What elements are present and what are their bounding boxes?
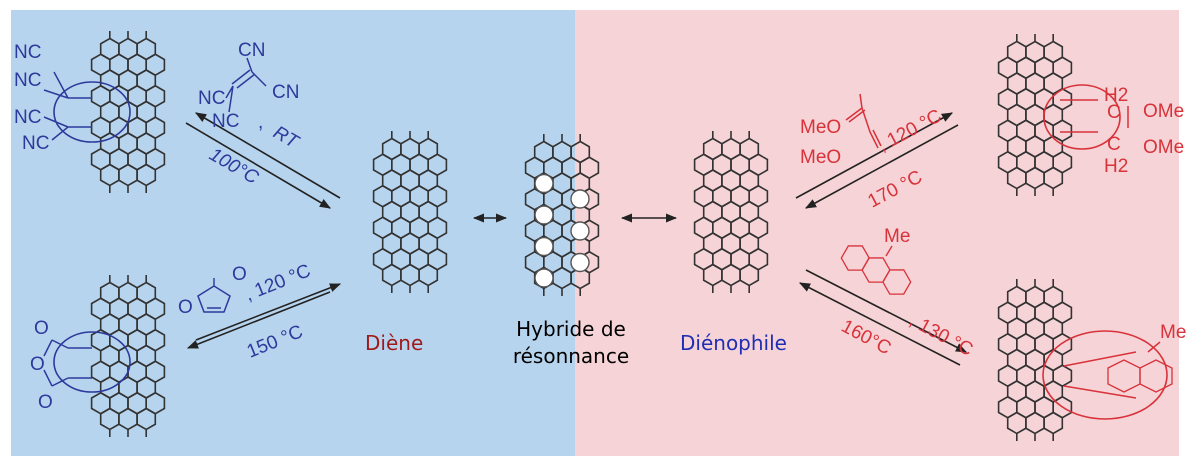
tcne-cn-2: CN	[272, 82, 299, 103]
aromatic-sextet-circles	[534, 173, 590, 288]
equilibrium-arrows	[185, 112, 967, 366]
anthracene-me: Me	[884, 226, 910, 247]
resonance-hybrid-label: Hybride de résonnance	[496, 316, 646, 370]
anthracene-adduct-me: Me	[1160, 322, 1186, 343]
dimethoxy-adduct-h2-1: H2	[1104, 85, 1128, 106]
resonance-hybrid-label-line-2: résonnance	[512, 344, 630, 368]
tcne-comma: ,	[258, 112, 263, 133]
tcne-adduct-group-4: NC	[22, 133, 49, 154]
diene-label: Diène	[365, 331, 424, 355]
resonance-hybrid-label-line-1: Hybride de	[516, 317, 626, 341]
tcne-adduct-group-1: NC	[14, 42, 41, 63]
dimethoxy-meo-2: MeO	[800, 147, 841, 168]
dimethoxy-meo-1: MeO	[800, 117, 841, 138]
maleic-adduct: O O O	[30, 318, 131, 413]
maleic-adduct-o-2: O	[30, 354, 45, 375]
maleic-adduct-o-1: O	[34, 318, 49, 339]
tcne-cn-1: CN	[238, 40, 265, 61]
dimethoxy-adduct-ome-1: OMe	[1143, 101, 1184, 122]
tcne-nc-1: NC	[198, 88, 225, 109]
maleic-reagent: O O	[178, 264, 247, 318]
tcne-adduct-group-3: NC	[14, 107, 41, 128]
anthracene-adduct: Me	[1042, 322, 1186, 420]
dimethoxy-adduct-c-2: C	[1107, 134, 1121, 155]
diene-panel	[11, 10, 575, 456]
maleic-adduct-o-3: O	[38, 392, 53, 413]
dimethoxy-adduct-c-1: C	[1107, 102, 1121, 123]
tcne-adduct-group-2: NC	[14, 70, 41, 91]
tcne-nc-2: NC	[212, 111, 239, 132]
maleic-o-2: O	[232, 264, 247, 285]
methylanthracene-reagent: Me	[837, 226, 915, 301]
dienophile-label: Diénophile	[680, 331, 787, 355]
dimethoxy-adduct: H2 H2 C C OMe OMe	[1043, 84, 1184, 177]
dienophile-panel	[575, 10, 1179, 456]
dimethoxybutadiene-reagent: MeO MeO	[800, 93, 882, 168]
dimethoxy-adduct-ome-2: OMe	[1143, 137, 1184, 158]
dimethoxy-adduct-h2-2: H2	[1104, 156, 1128, 177]
tcne-adduct: NC NC NC NC	[14, 42, 131, 154]
maleic-o-1: O	[178, 297, 193, 318]
